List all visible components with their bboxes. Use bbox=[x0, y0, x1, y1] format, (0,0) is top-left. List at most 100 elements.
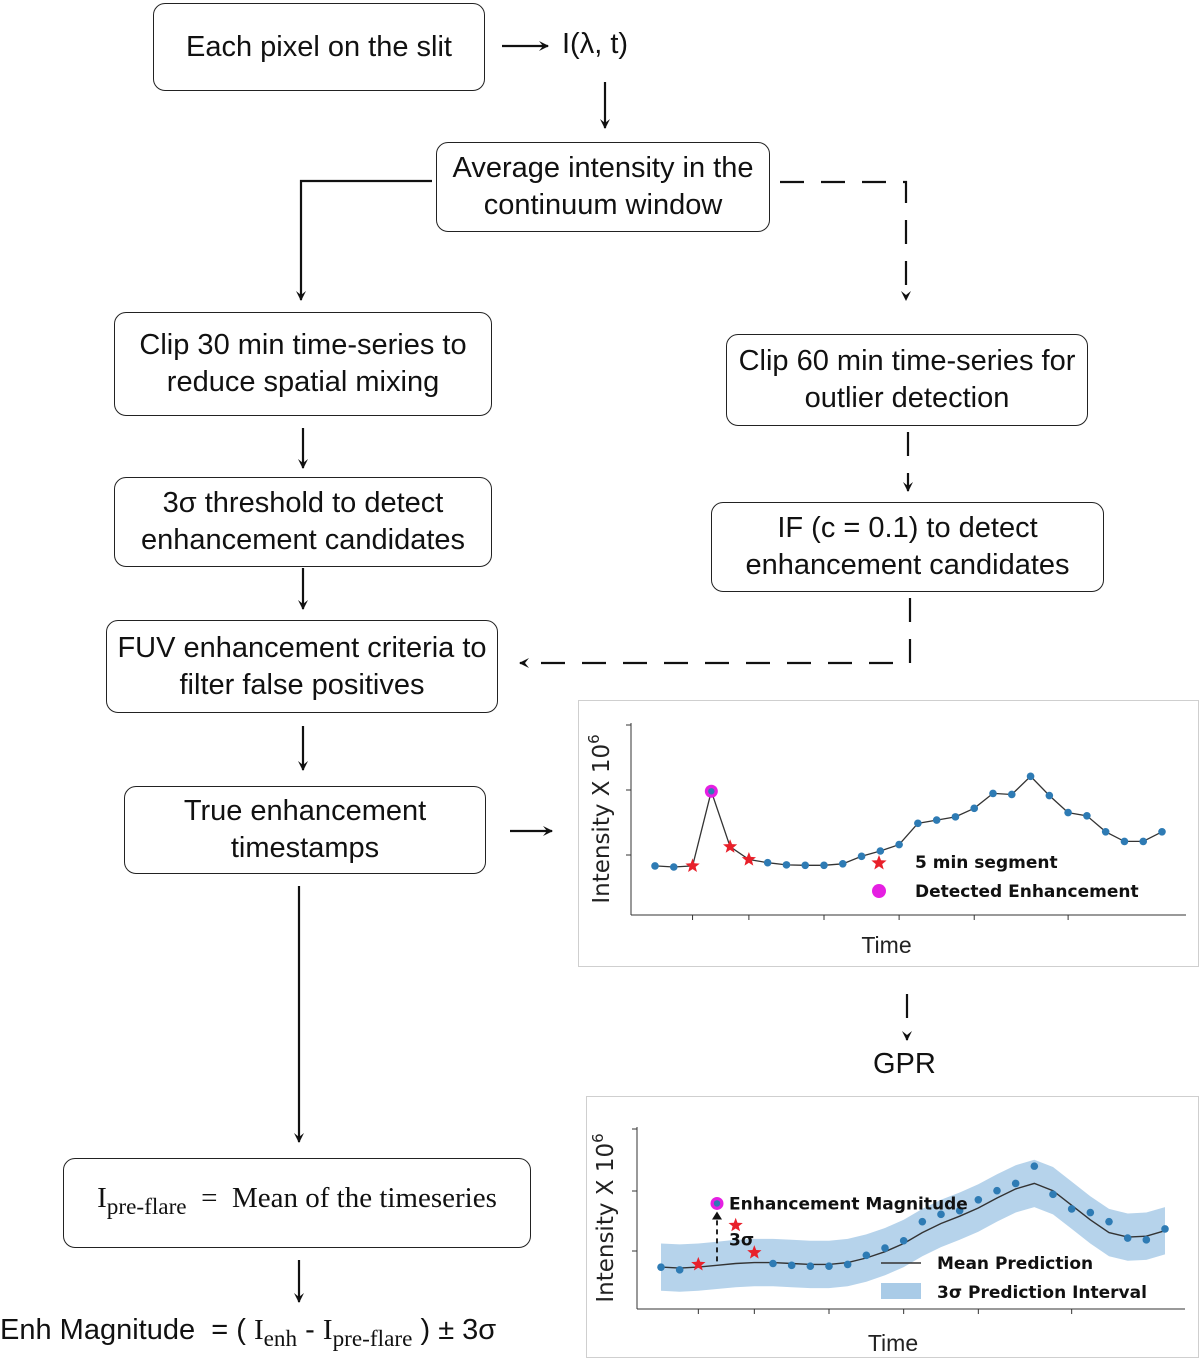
mean-prediction-line bbox=[660, 1182, 1166, 1269]
intensity-label: I(λ, t) bbox=[562, 28, 629, 60]
data-point-16 bbox=[951, 813, 960, 821]
data-point-12 bbox=[876, 847, 885, 855]
data-point-22 bbox=[1067, 1205, 1076, 1213]
y-axis-label-exp: 6 bbox=[585, 734, 603, 744]
legend-star-marker bbox=[871, 855, 887, 870]
data-point-19 bbox=[1007, 790, 1016, 799]
data-point-14 bbox=[914, 819, 922, 828]
magnitude-pm: ± 3σ bbox=[438, 1314, 497, 1346]
data-point-8 bbox=[801, 861, 810, 870]
clip60-box: Clip 60 min time-series for outlier dete… bbox=[726, 334, 1088, 426]
preflare-rhs: Mean of the timeseries bbox=[231, 1182, 497, 1215]
fuv-box: FUV enhancement criteria to filter false… bbox=[106, 620, 498, 713]
data-point-21 bbox=[1049, 1190, 1057, 1199]
iforest-box: IF (c = 0.1) to detect enhancement candi… bbox=[711, 502, 1104, 592]
average-box: Average intensity in the continuum windo… bbox=[436, 142, 770, 232]
segment-star-2 bbox=[691, 1256, 706, 1271]
iforest-label: IF (c = 0.1) to detect enhancement candi… bbox=[745, 512, 1070, 581]
data-point-22 bbox=[1064, 808, 1072, 817]
data-point-10 bbox=[838, 860, 847, 868]
data-point-11 bbox=[862, 1251, 871, 1260]
x-axis-label: Time bbox=[861, 932, 911, 958]
detected-enhancement-core bbox=[713, 1200, 721, 1207]
magnitude-open: ( bbox=[236, 1314, 246, 1346]
y-axis-label: Intensity X 106 bbox=[589, 1133, 619, 1302]
preflare-box: Ipre-flare = Mean of the timeseries bbox=[63, 1158, 531, 1248]
data-point-13 bbox=[899, 1236, 908, 1245]
data-point-16 bbox=[955, 1206, 964, 1215]
true-enhancement-box: True enhancement timestamps bbox=[124, 786, 486, 874]
annotation-enhancement-magnitude: Enhancement Magnitude bbox=[729, 1194, 968, 1214]
prediction-interval-band bbox=[661, 1159, 1165, 1292]
data-point-20 bbox=[1030, 1162, 1039, 1170]
pixel-label: Each pixel on the slit bbox=[186, 30, 452, 63]
data-point-0 bbox=[657, 1263, 665, 1271]
segment-star-2 bbox=[685, 858, 700, 872]
y-axis-label: Intensity X 106 bbox=[585, 734, 615, 903]
pixel-box: Each pixel on the slit bbox=[153, 3, 485, 91]
data-point-10 bbox=[843, 1260, 852, 1269]
legend-mean-label: Mean Prediction bbox=[937, 1254, 1093, 1274]
true-enhancement-label: True enhancement timestamps bbox=[183, 795, 427, 864]
segment-star-5 bbox=[747, 1245, 762, 1259]
data-point-7 bbox=[787, 1261, 796, 1270]
data-point-24 bbox=[1101, 828, 1110, 836]
data-point-25 bbox=[1123, 1234, 1132, 1242]
average-label: Average intensity in the continuum windo… bbox=[452, 152, 754, 221]
y-axis-label-exp: 6 bbox=[589, 1133, 607, 1143]
data-point-27 bbox=[1161, 1225, 1169, 1233]
preflare-eq: = bbox=[201, 1182, 218, 1215]
legend-interval-label: 3σ Prediction Interval bbox=[937, 1283, 1147, 1303]
data-point-6 bbox=[763, 858, 772, 867]
threshold-box: 3σ threshold to detect enhancement candi… bbox=[114, 477, 492, 567]
magnitude-formula: Enh Magnitude = ( Ienh - Ipre-flare ) ± … bbox=[0, 1314, 496, 1353]
data-point-1 bbox=[669, 863, 678, 871]
magnitude-minus: - bbox=[305, 1314, 315, 1346]
data-point-11 bbox=[857, 852, 866, 861]
data-point-25 bbox=[1120, 837, 1129, 846]
gpr-label: GPR bbox=[873, 1048, 936, 1080]
arrow-average-to-clip30 bbox=[296, 179, 432, 301]
fuv-label: FUV enhancement criteria to filter false… bbox=[117, 631, 487, 701]
data-point-21 bbox=[1045, 791, 1054, 800]
segment-star-4 bbox=[723, 839, 738, 853]
data-point-20 bbox=[1026, 772, 1035, 781]
x-axis-label: Time bbox=[868, 1330, 918, 1356]
data-point-8 bbox=[806, 1262, 815, 1271]
magnitude-lhs: Enh Magnitude bbox=[0, 1314, 196, 1346]
legend-band-marker bbox=[881, 1283, 921, 1299]
data-point-23 bbox=[1086, 1208, 1095, 1217]
magnitude-I2: Ipre-flare bbox=[322, 1314, 413, 1352]
data-point-15 bbox=[932, 816, 941, 824]
magnitude-eq: = bbox=[211, 1314, 229, 1346]
data-point-6 bbox=[769, 1259, 777, 1268]
data-point-9 bbox=[820, 861, 828, 870]
data-point-17 bbox=[970, 804, 979, 813]
legend-circle-marker bbox=[872, 884, 886, 898]
data-point-24 bbox=[1105, 1217, 1113, 1226]
segment-star-5 bbox=[741, 852, 756, 866]
detected-enhancement-core bbox=[708, 788, 715, 795]
data-point-27 bbox=[1158, 828, 1166, 836]
data-point-18 bbox=[989, 789, 997, 798]
series-line bbox=[654, 775, 1163, 868]
dashed-average-to-clip60 bbox=[780, 180, 911, 301]
clip30-label: Clip 30 min time-series to reduce spatia… bbox=[139, 329, 467, 398]
preflare-sub: pre-flare bbox=[106, 1193, 187, 1220]
data-point-13 bbox=[895, 840, 903, 849]
data-point-1 bbox=[675, 1266, 684, 1274]
preflare-I: I bbox=[97, 1182, 107, 1215]
data-point-0 bbox=[651, 862, 659, 870]
data-point-14 bbox=[918, 1217, 927, 1226]
annotation-3sigma: 3σ bbox=[729, 1230, 754, 1250]
clip60-label: Clip 60 min time-series for outlier dete… bbox=[738, 345, 1076, 414]
magnitude-I1: Ienh bbox=[253, 1314, 298, 1352]
data-point-15 bbox=[937, 1210, 945, 1219]
clip30-box: Clip 30 min time-series to reduce spatia… bbox=[114, 312, 492, 416]
data-point-23 bbox=[1083, 812, 1091, 820]
data-point-9 bbox=[825, 1262, 833, 1271]
